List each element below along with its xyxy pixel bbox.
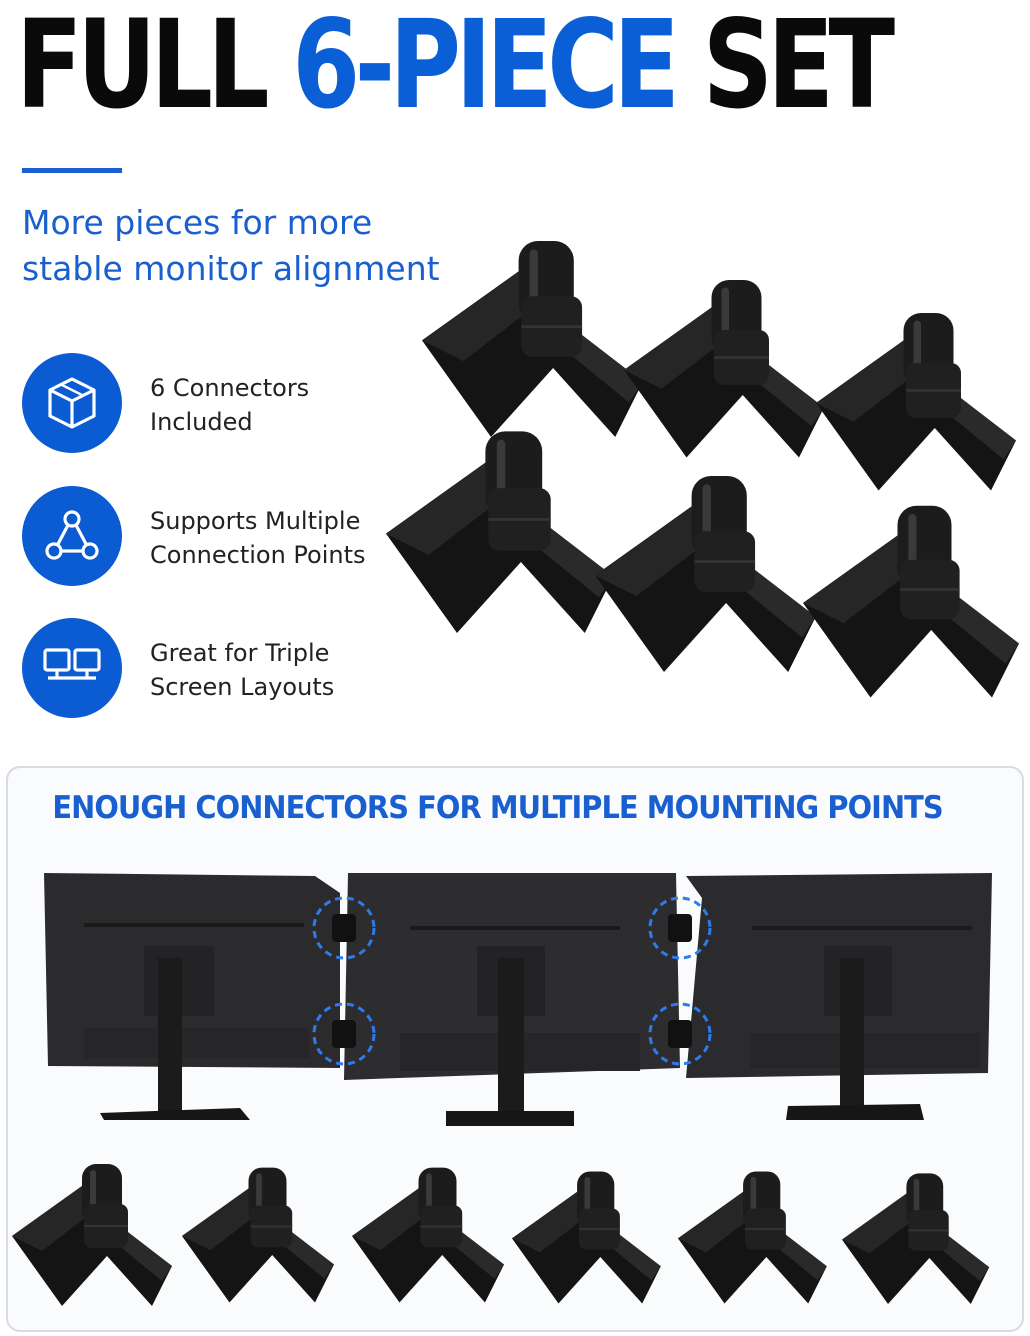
- connector-piece: [841, 1172, 991, 1305]
- monitor-center: [344, 873, 680, 1126]
- triple-monitor-illustration: [44, 873, 992, 1126]
- connector-piece: [420, 239, 645, 439]
- monitor-left: [44, 873, 340, 1120]
- feature-line-1: 6 Connectors: [150, 374, 310, 402]
- feature-line-2: Screen Layouts: [150, 673, 335, 701]
- headline-full: FULL: [16, 0, 270, 136]
- feature-badge: [22, 353, 122, 453]
- feature-line-1: Great for Triple: [150, 639, 330, 667]
- feature-text: 6 Connectors Included: [150, 371, 470, 439]
- panel-title: ENOUGH CONNECTORS FOR MULTIPLE MOUNTING …: [52, 790, 943, 826]
- connector-piece: [593, 474, 818, 674]
- connector-highlight: [648, 896, 712, 960]
- feature-connectors-included: 6 Connectors Included: [22, 353, 462, 453]
- headline: FULL 6-PIECE SET: [16, 0, 895, 130]
- feature-triple-screen: Great for Triple Screen Layouts: [22, 618, 462, 718]
- connector-highlight: [648, 1002, 712, 1066]
- connector-piece: [511, 1170, 662, 1305]
- connector-piece: [181, 1166, 335, 1304]
- connector-highlight: [312, 1002, 376, 1066]
- feature-text: Great for Triple Screen Layouts: [150, 636, 470, 704]
- network-icon: [45, 510, 99, 560]
- connector-piece: [622, 278, 826, 459]
- feature-line-1: Supports Multiple: [150, 507, 361, 535]
- feature-badge: [22, 618, 122, 718]
- subtitle-line-2: stable monitor alignment: [22, 249, 440, 288]
- subtitle-line-1: More pieces for more: [22, 203, 373, 242]
- connector-piece: [11, 1163, 173, 1307]
- feature-multiple-connection-points: Supports Multiple Connection Points: [22, 486, 462, 586]
- monitor-right: [686, 873, 992, 1120]
- accent-rule: [22, 168, 122, 173]
- connector-highlight: [312, 896, 376, 960]
- connector-piece: [814, 311, 1018, 492]
- box-icon: [48, 377, 96, 429]
- dual-monitor-icon: [43, 648, 101, 680]
- connector-piece: [351, 1166, 505, 1304]
- subtitle: More pieces for more stable monitor alig…: [22, 200, 472, 292]
- feature-text: Supports Multiple Connection Points: [150, 504, 470, 572]
- connector-piece: [801, 504, 1021, 699]
- feature-badge: [22, 486, 122, 586]
- headline-set: SET: [702, 0, 895, 136]
- feature-line-2: Included: [150, 408, 253, 436]
- feature-line-2: Connection Points: [150, 541, 366, 569]
- connector-products-group: [384, 239, 1021, 699]
- connector-row-bottom: [11, 1163, 991, 1307]
- headline-6-piece: 6-PIECE: [292, 0, 680, 136]
- connector-piece: [677, 1170, 828, 1305]
- connector-piece: [384, 429, 615, 635]
